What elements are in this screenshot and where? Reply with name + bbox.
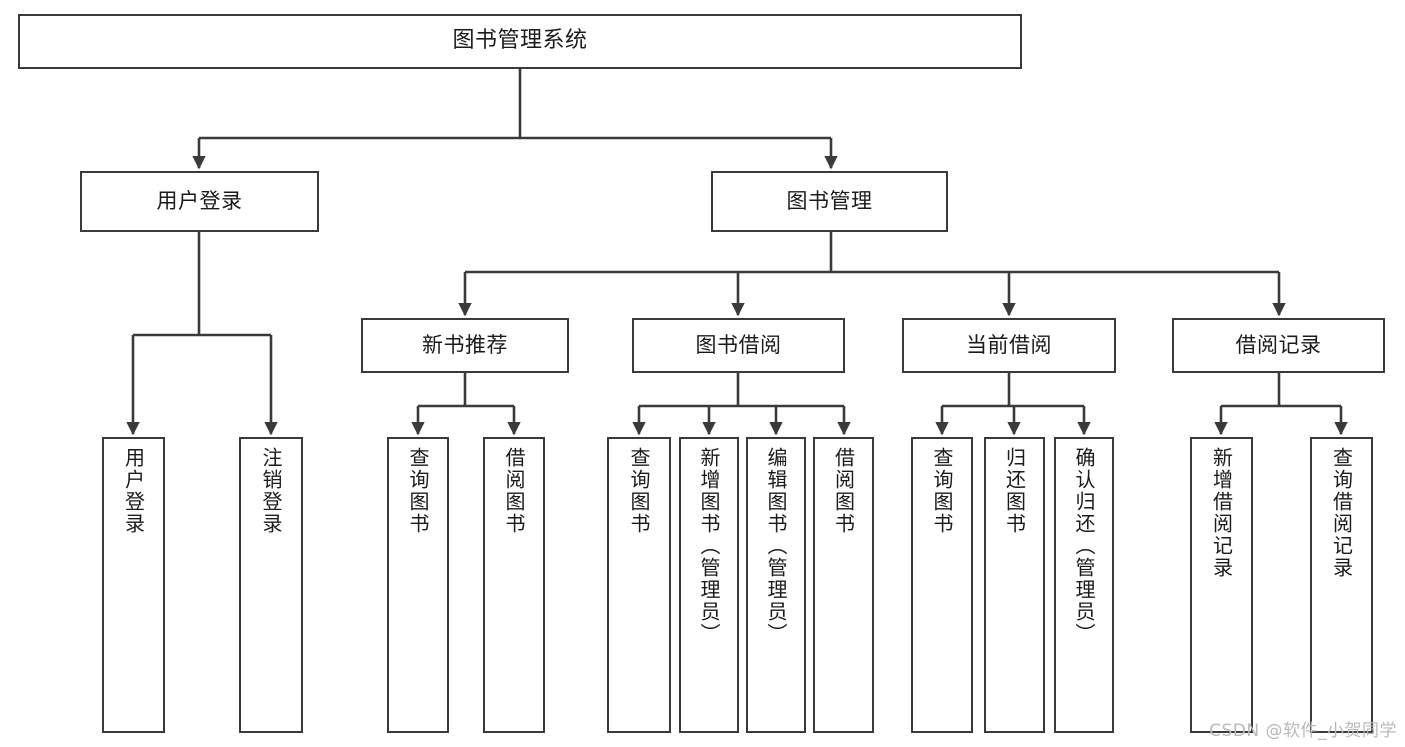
node-label: 查询图书 [627,447,651,535]
csdn-watermark: CSDN @软件_小贺同学 [1209,721,1397,741]
node-borrow-record[interactable]: 借阅记录 [1172,318,1385,373]
leaf-return-book[interactable]: 归还图书 [984,437,1045,733]
leaf-user-login[interactable]: 用户登录 [102,437,165,733]
node-label: 借阅图书 [502,447,526,535]
leaf-query-book-newbook[interactable]: 查询图书 [387,437,449,733]
node-label: 新增借阅记录 [1209,447,1234,579]
leaf-query-borrow-record[interactable]: 查询借阅记录 [1310,437,1373,733]
node-label: 新书推荐 [422,332,508,357]
node-book-borrow[interactable]: 图书借阅 [632,318,845,373]
leaf-add-book-admin[interactable]: 新增图书（管理员） [679,437,739,733]
leaf-query-book-borrow[interactable]: 查询图书 [607,437,671,733]
node-label: 确认归还（管理员） [1072,447,1096,645]
node-label: 归还图书 [1002,447,1027,535]
node-label: 图书管理 [786,188,873,213]
node-user-login[interactable]: 用户登录 [80,171,319,232]
leaf-edit-book-admin[interactable]: 编辑图书（管理员） [746,437,806,733]
node-label: 查询借阅记录 [1329,447,1354,579]
node-label: 用户登录 [156,188,243,213]
node-label: 查询图书 [930,447,954,535]
node-current-borrow[interactable]: 当前借阅 [902,318,1116,373]
node-new-book-recommend[interactable]: 新书推荐 [361,318,569,373]
node-label: 注销登录 [259,447,283,535]
node-label: 用户登录 [121,447,146,535]
node-book-management[interactable]: 图书管理 [711,171,948,232]
leaf-borrow-book-newbook[interactable]: 借阅图书 [483,437,545,733]
node-root-system[interactable]: 图书管理系统 [18,14,1022,69]
node-label: 借阅记录 [1235,332,1322,357]
node-label: 编辑图书（管理员） [764,447,788,645]
leaf-query-book-current[interactable]: 查询图书 [911,437,973,733]
node-label: 新增图书（管理员） [697,447,721,645]
node-label: 图书借阅 [695,332,782,357]
node-label: 借阅图书 [831,447,856,535]
leaf-lend-book[interactable]: 借阅图书 [813,437,874,733]
node-label: 查询图书 [406,447,430,535]
leaf-add-borrow-record[interactable]: 新增借阅记录 [1190,437,1253,733]
node-label: 图书管理系统 [452,28,588,54]
leaf-logout[interactable]: 注销登录 [239,437,303,733]
leaf-confirm-return-admin[interactable]: 确认归还（管理员） [1054,437,1114,733]
node-label: 当前借阅 [966,332,1052,357]
